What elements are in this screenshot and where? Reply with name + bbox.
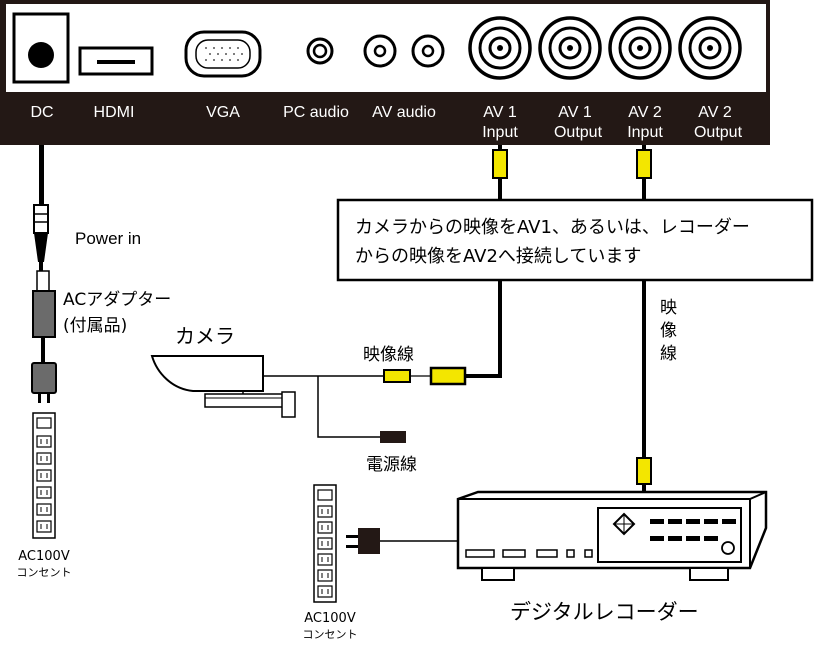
power-cable-label: 電源線 bbox=[366, 455, 417, 475]
digital-recorder bbox=[456, 490, 768, 581]
av1-input-port bbox=[468, 16, 532, 80]
callout-line1: カメラからの映像をAV1、あるいは、レコーダー bbox=[355, 217, 750, 238]
port-label-av2-input-line1: AV 2 bbox=[628, 104, 662, 121]
pc-audio-port bbox=[306, 37, 334, 65]
port-label-av1-input-line1: AV 1 bbox=[483, 104, 517, 121]
recorder-power-plug bbox=[346, 528, 458, 554]
port-label-dc: DC bbox=[30, 104, 53, 121]
dc-port bbox=[12, 12, 70, 84]
power-strip-bottom bbox=[313, 484, 337, 603]
camera bbox=[150, 355, 296, 418]
recorder-label: デジタルレコーダー bbox=[510, 600, 699, 624]
video-cable-label: 映像線 bbox=[363, 345, 414, 365]
video-cable-label-v3: 線 bbox=[660, 344, 677, 364]
video-cable-label-v2: 像 bbox=[660, 321, 677, 341]
callout-line2: からの映像をAV2へ接続しています bbox=[355, 246, 641, 267]
av2-input-port bbox=[608, 16, 672, 80]
power-in-label: Power in bbox=[75, 229, 141, 248]
port-label-hdmi: HDMI bbox=[94, 104, 135, 121]
power-strip-left bbox=[32, 412, 56, 539]
ac-adapter bbox=[31, 270, 57, 403]
av2-output-port bbox=[678, 16, 742, 80]
outlet-bottom-label-line2: コンセント bbox=[303, 628, 358, 641]
av1-input-cable bbox=[466, 145, 508, 378]
port-label-av-audio: AV audio bbox=[372, 104, 436, 121]
port-label-av1-output-line2: Output bbox=[554, 124, 603, 141]
av-audio-port-right bbox=[411, 34, 445, 68]
port-label-av1-output-line1: AV 1 bbox=[558, 104, 592, 121]
hdmi-port bbox=[78, 46, 154, 76]
power-cable bbox=[33, 145, 49, 271]
adapter-label-line2: (付属品) bbox=[63, 316, 127, 336]
port-label-pc-audio: PC audio bbox=[283, 104, 349, 121]
vga-port bbox=[184, 30, 262, 78]
outlet-bottom-label-line1: AC100V bbox=[304, 611, 356, 626]
av-audio-port-left bbox=[363, 34, 397, 68]
camera-cables bbox=[263, 366, 467, 443]
camera-label: カメラ bbox=[175, 324, 235, 348]
av1-output-port bbox=[538, 16, 602, 80]
port-label-av1-input-line2: Input bbox=[482, 124, 518, 141]
port-label-vga: VGA bbox=[206, 104, 240, 121]
av2-input-cable bbox=[636, 145, 652, 492]
port-label-av2-output-line2: Output bbox=[694, 124, 743, 141]
video-cable-label-v1: 映 bbox=[660, 298, 677, 318]
adapter-label-line1: ACアダプター bbox=[63, 290, 171, 310]
callout-box bbox=[336, 198, 814, 282]
port-label-av2-input-line2: Input bbox=[627, 124, 663, 141]
outlet-left-label-line2: コンセント bbox=[17, 566, 72, 579]
outlet-left-label-line1: AC100V bbox=[18, 549, 70, 564]
port-label-av2-output-line1: AV 2 bbox=[698, 104, 732, 121]
